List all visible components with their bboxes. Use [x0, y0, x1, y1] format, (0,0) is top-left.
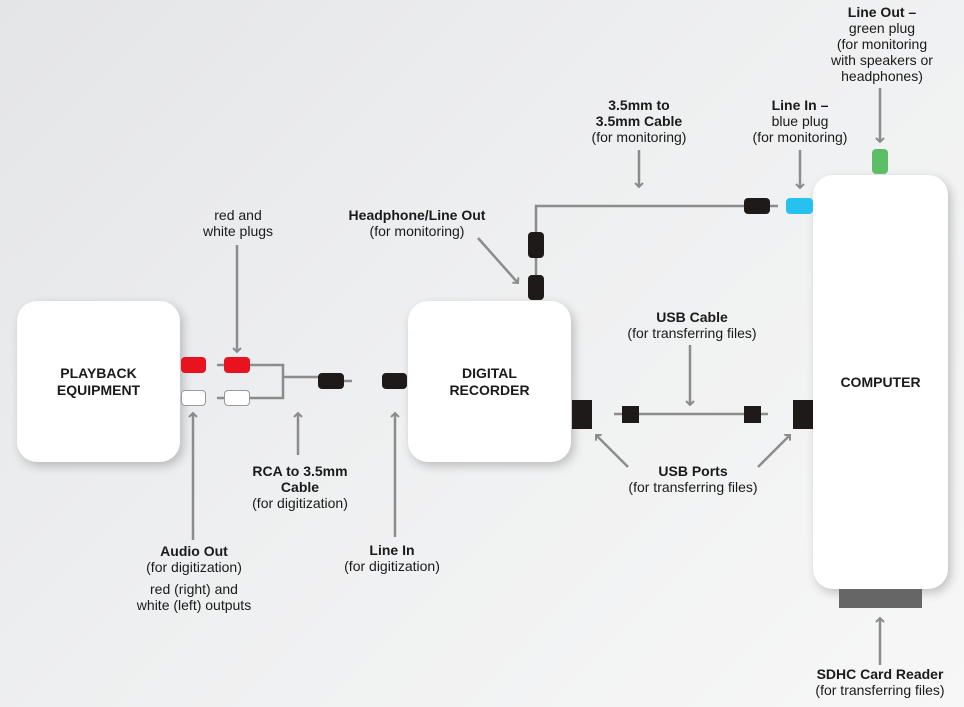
arrow-headphone-out: [477, 237, 520, 285]
label-note: white (left) outputs: [136, 597, 252, 613]
computer-usb-port: [793, 400, 813, 429]
label-sdhc: SDHC Card Reader (for transferring files…: [815, 666, 944, 698]
label-headphone-out: Headphone/Line Out (for monitoring): [349, 207, 486, 239]
rca-cable-35mm-plug: [318, 373, 344, 389]
white-rca-plug: [224, 390, 250, 406]
computer-box: COMPUTER: [813, 175, 948, 589]
recorder-label-line1: DIGITAL: [462, 364, 517, 381]
label-title: 3.5mm Cable: [595, 113, 683, 129]
rca-cable-wire: [250, 363, 318, 400]
label-title: Cable: [280, 479, 320, 495]
label-sub: (for digitization): [146, 559, 242, 575]
label-sub: green plug: [848, 20, 916, 36]
label-title: RCA to 3.5mm: [252, 463, 348, 479]
label-sub: (for transferring files): [628, 479, 758, 495]
recorder-usb-port: [572, 400, 592, 429]
usb-cable-plug-left: [622, 406, 639, 423]
label-title: Line In: [369, 542, 415, 558]
label-text: white plugs: [202, 223, 274, 239]
label-monitor-cable: 3.5mm to 3.5mm Cable (for monitoring): [592, 97, 687, 145]
monitor-cable-wire: [534, 204, 745, 233]
label-line-in-blue: Line In – blue plug (for monitoring): [753, 97, 848, 145]
monitor-cable-plug-vertical: [528, 232, 544, 258]
label-text: red and: [214, 207, 262, 223]
label-line-in-recorder: Line In (for digitization): [344, 542, 440, 574]
label-usb-cable: USB Cable (for transferring files): [627, 309, 756, 341]
computer-label: COMPUTER: [840, 373, 921, 390]
blue-line-in-jack: [786, 198, 813, 214]
label-usb-ports: USB Ports (for transferring files): [628, 463, 757, 495]
usb-cable-plug-right: [744, 406, 761, 423]
green-line-out-jack: [872, 149, 888, 174]
label-title: SDHC Card Reader: [816, 666, 944, 682]
label-red-white-plugs: red and white plugs: [203, 207, 273, 239]
label-rca-cable: RCA to 3.5mm Cable (for digitization): [252, 463, 348, 511]
label-sub: (for digitization): [252, 495, 348, 511]
label-sub: with speakers or: [831, 52, 933, 68]
label-sub: (for monitoring: [836, 36, 928, 52]
arrow-usb-port-right: [757, 434, 791, 468]
monitor-cable-plug-horizontal: [744, 198, 770, 214]
arrow-usb-port-left: [595, 434, 629, 468]
label-line-out-green: Line Out – green plug (for monitoring wi…: [831, 4, 933, 84]
label-title: Line Out –: [847, 4, 917, 20]
recorder-headphone-jack: [528, 275, 544, 300]
label-title: USB Ports: [658, 463, 728, 479]
white-output-jack: [181, 390, 206, 406]
label-sub: (for monitoring): [591, 129, 687, 145]
recorder-label-line2: RECORDER: [449, 381, 530, 398]
label-sub: (for transferring files): [815, 682, 945, 698]
red-output-jack: [181, 357, 206, 373]
playback-label-line1: PLAYBACK: [60, 364, 137, 381]
label-title: Line In –: [771, 97, 829, 113]
red-rca-plug: [224, 357, 250, 373]
label-sub: (for monitoring): [369, 223, 465, 239]
label-sub: (for digitization): [344, 558, 440, 574]
sdhc-card-reader: [839, 589, 922, 608]
playback-label-line2: EQUIPMENT: [56, 381, 141, 398]
label-title: USB Cable: [656, 309, 728, 325]
recorder-line-in-jack: [382, 373, 407, 389]
label-title: Headphone/Line Out: [348, 207, 486, 223]
label-sub: blue plug: [771, 113, 829, 129]
label-sub: (for transferring files): [627, 325, 757, 341]
label-sub: headphones): [841, 68, 923, 84]
label-audio-out: Audio Out (for digitization) red (right)…: [137, 543, 251, 613]
label-title: 3.5mm to: [608, 97, 670, 113]
label-sub: (for monitoring): [752, 129, 848, 145]
label-note: red (right) and: [150, 581, 238, 597]
label-title: Audio Out: [160, 543, 228, 559]
